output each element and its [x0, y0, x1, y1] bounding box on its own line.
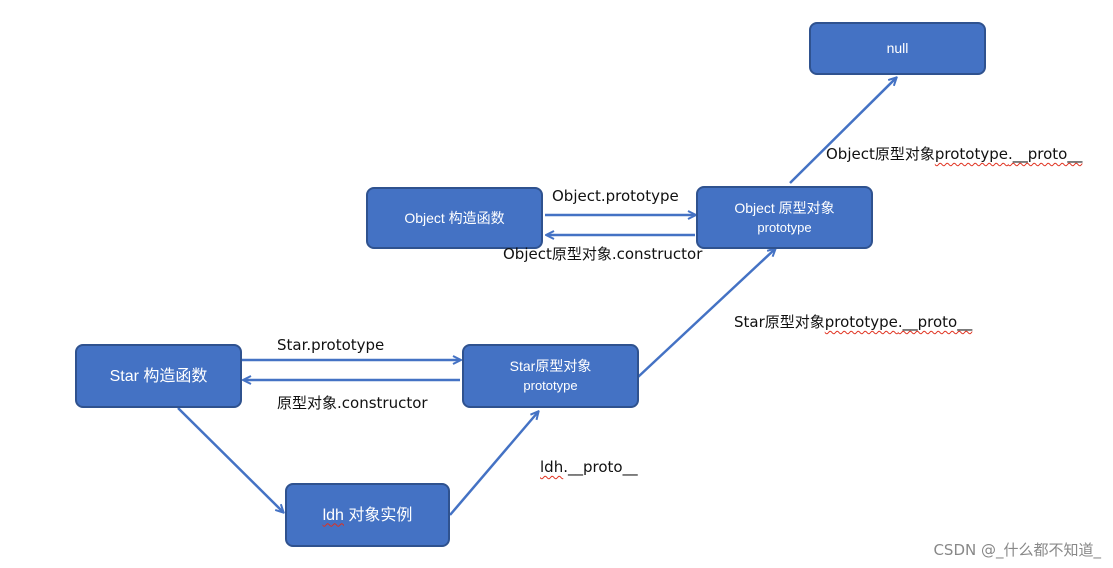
- label-ldh-proto: ldh.__proto__: [540, 458, 638, 476]
- node-ldh-instance: ldh 对象实例: [285, 483, 450, 547]
- label-star-constructor: 原型对象.constructor: [277, 394, 428, 412]
- node-star-constructor-title: Star 构造函数: [109, 367, 208, 385]
- node-object-constructor: Object 构造函数: [366, 187, 543, 249]
- label-object-constructor-text: Object原型对象.constructor: [503, 245, 703, 263]
- node-object-prototype-sub: prototype: [757, 219, 812, 235]
- node-null-title: null: [886, 40, 909, 56]
- node-ldh-prefix: ldh: [322, 506, 344, 524]
- label-ldh-proto-a: ldh: [540, 458, 564, 476]
- label-object-prototype: Object.prototype: [552, 187, 679, 205]
- label-star-prototype-text: Star.prototype: [277, 336, 385, 354]
- arrow-star-proto-to-object-proto: [637, 249, 775, 378]
- label-object-prototype-text: Object.prototype: [552, 187, 679, 205]
- node-object-prototype-title: Object 原型对象: [734, 199, 835, 216]
- node-star-constructor: Star 构造函数: [75, 344, 242, 408]
- label-ldh-proto-b: .__proto__: [563, 458, 638, 476]
- label-star-proto-chain: Star原型对象prototype.__proto__: [734, 313, 972, 331]
- node-ldh-rest: 对象实例: [343, 506, 413, 524]
- node-star-prototype-title: Star原型对象: [509, 358, 592, 374]
- node-star-prototype: Star原型对象 prototype: [462, 344, 639, 408]
- label-star-proto-chain-c: .__proto__: [897, 313, 973, 331]
- label-object-proto-chain: Object原型对象prototype.__proto__: [826, 145, 1082, 163]
- label-star-prototype: Star.prototype: [277, 336, 384, 354]
- label-object-proto-chain-b: prototype: [934, 145, 1008, 163]
- arrow-ldh-to-star-proto: [449, 412, 538, 516]
- watermark: CSDN @_什么都不知道_: [933, 541, 1101, 559]
- node-object-prototype: Object 原型对象 prototype: [696, 186, 873, 249]
- arrow-object-proto-to-null: [789, 78, 896, 184]
- label-star-proto-chain-a: Star原型对象: [734, 313, 825, 331]
- label-object-proto-chain-c: .__proto__: [1007, 145, 1083, 163]
- label-object-proto-chain-a: Object原型对象: [826, 145, 935, 163]
- node-null: null: [809, 22, 986, 75]
- label-star-constructor-text: 原型对象.constructor: [277, 394, 428, 412]
- arrow-star-ctor-to-ldh: [177, 407, 283, 512]
- label-star-proto-chain-b: prototype: [824, 313, 898, 331]
- label-object-constructor: Object原型对象.constructor: [503, 245, 702, 263]
- node-star-prototype-sub: prototype: [523, 378, 578, 393]
- node-object-constructor-title: Object 构造函数: [404, 209, 505, 226]
